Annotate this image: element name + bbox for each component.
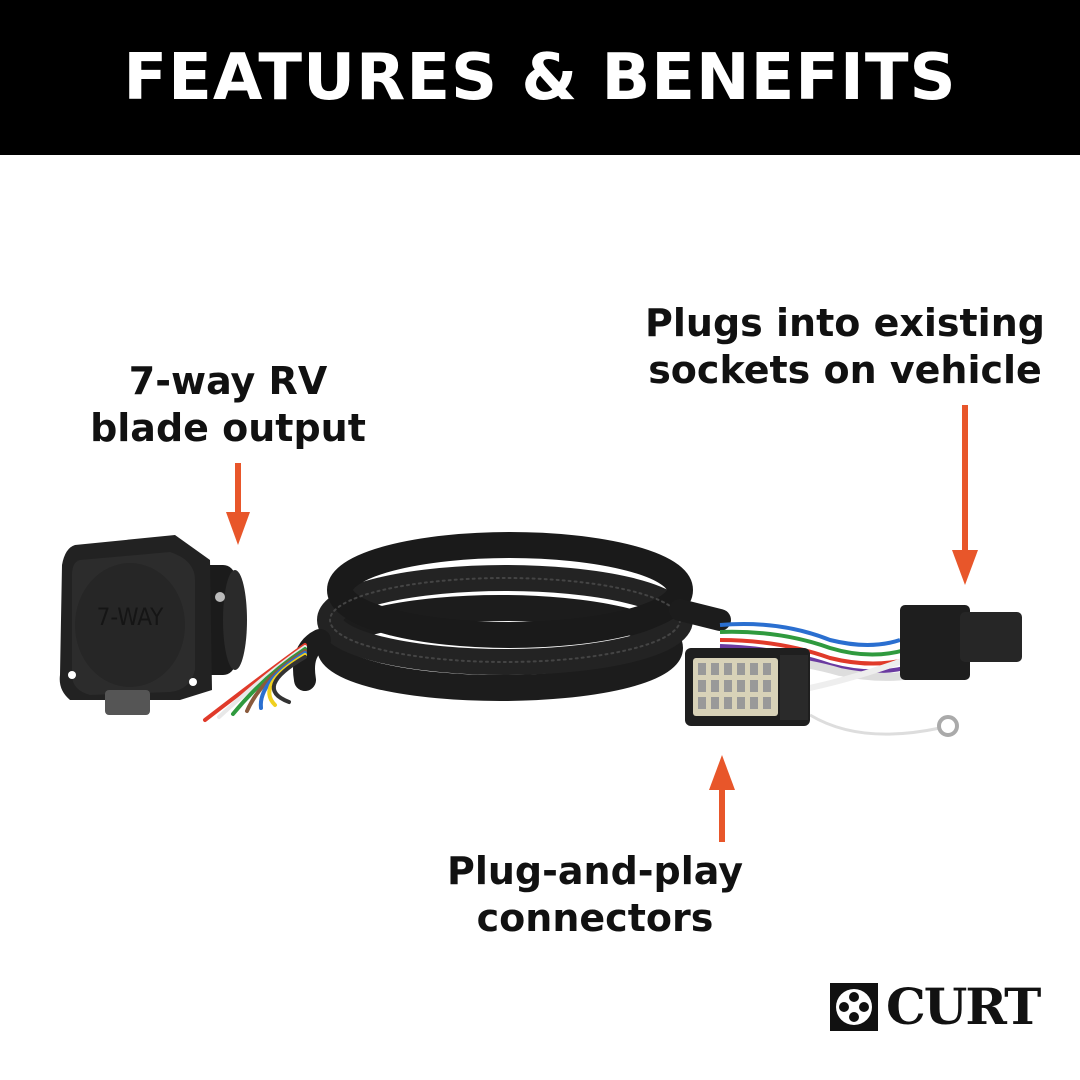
callout-line: blade output <box>90 406 366 450</box>
plug-connector <box>685 648 810 726</box>
callout-line: sockets on vehicle <box>648 348 1042 392</box>
callout-connectors: Plug-and-play connectors <box>420 848 770 942</box>
connector-pin <box>737 697 745 709</box>
callout-line: 7-way RV <box>128 359 328 403</box>
connector-pin <box>737 663 745 675</box>
callout-line: Plug-and-play <box>446 849 744 893</box>
connector-pin <box>763 663 771 675</box>
loose-wires <box>203 643 307 722</box>
page-title: FEATURES & BENEFITS <box>123 40 957 115</box>
connector-pin <box>724 697 732 709</box>
wire <box>271 655 307 704</box>
connector-pin <box>737 680 745 692</box>
connector-pin <box>763 697 771 709</box>
connector-pin <box>698 663 706 675</box>
arrow-down-icon <box>952 405 978 585</box>
connector-pin <box>698 697 706 709</box>
connector-pin <box>698 680 706 692</box>
connector-pin <box>763 680 771 692</box>
connector-pin <box>711 663 719 675</box>
arrow-down-icon <box>226 463 250 545</box>
connector-pin <box>750 680 758 692</box>
callout-line: connectors <box>476 896 714 940</box>
callout-sockets: Plugs into existing sockets on vehicle <box>645 300 1045 394</box>
coiled-cable <box>293 532 731 701</box>
connector-pin <box>724 663 732 675</box>
vehicle-connector <box>900 605 1022 680</box>
connector-pin <box>750 663 758 675</box>
seven-way-socket: 7-WAY <box>59 535 247 715</box>
curt-emblem-icon <box>830 983 878 1031</box>
callout-line: Plugs into existing <box>645 301 1045 345</box>
connector-pin <box>724 680 732 692</box>
connector-pin <box>711 697 719 709</box>
brand-logo: CURT <box>830 977 1041 1036</box>
socket-embossing: 7-WAY <box>97 603 164 631</box>
callout-blade-output: 7-way RV blade output <box>78 358 378 452</box>
connector-pin <box>711 680 719 692</box>
connector-pin <box>750 697 758 709</box>
logo-text: CURT <box>886 977 1041 1036</box>
header-bar: FEATURES & BENEFITS <box>0 0 1080 155</box>
arrow-up-icon <box>709 755 735 842</box>
